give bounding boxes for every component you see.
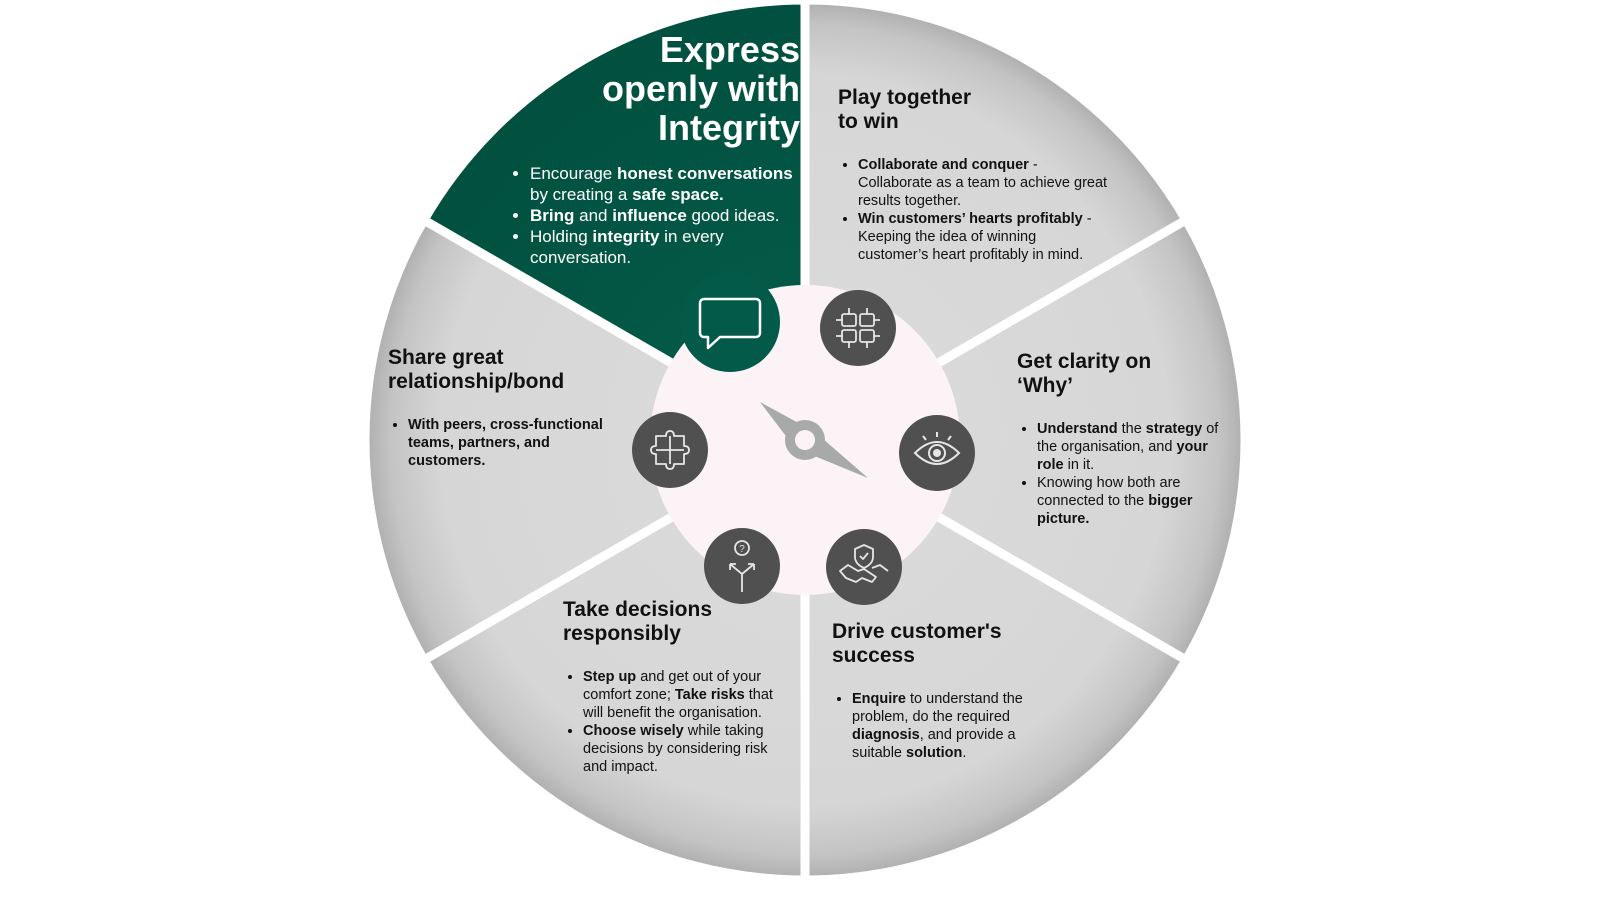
express-title: Express openly with Integrity — [602, 29, 800, 148]
bold-text: influence — [612, 206, 687, 225]
segment-decisions-text: Take decisions responsibly Step up and g… — [563, 598, 788, 776]
express-bullet: Encourage honest conversations by creati… — [530, 163, 800, 205]
bold-text: Enquire — [852, 691, 906, 707]
compass-needle — [760, 402, 868, 478]
bold-text: your role — [1037, 439, 1208, 473]
text: and — [574, 206, 613, 225]
customer-bullet: Enquire to understand the problem, do th… — [852, 690, 1052, 762]
bold-text: strategy — [1145, 421, 1203, 437]
text: in every conversation. — [530, 227, 724, 267]
bold-text: With peers, cross-functional teams, part… — [408, 417, 603, 469]
segment-relationship-text: Share great relationship/bond With peers… — [388, 346, 618, 470]
text: Holding — [530, 227, 593, 246]
bold-text: Choose wisely — [583, 723, 684, 739]
text: while taking decisions by considering ri… — [583, 723, 768, 775]
bold-text: Step up — [583, 669, 637, 685]
express-bullet: Holding integrity in every conversation. — [530, 226, 800, 268]
segment-express-text: Express openly with Integrity Encourage … — [510, 30, 800, 268]
bold-text: bigger picture. — [1037, 493, 1193, 527]
crossroads-question-icon: ? — [704, 528, 780, 604]
bold-text: diagnosis — [852, 727, 920, 743]
svg-text:?: ? — [739, 544, 745, 555]
clarity-bullet: Understand the strategy of the organisat… — [1037, 420, 1222, 474]
bold-text: solution — [906, 745, 963, 761]
play-bullet: Win customers’ hearts profitably - Keepi… — [858, 210, 1108, 264]
customer-bullets: Enquire to understand the problem, do th… — [832, 690, 1052, 762]
text: Encourage — [530, 164, 617, 183]
segment-clarity-text: Get clarity on ‘Why’ Understand the stra… — [1017, 350, 1222, 528]
bold-text: Understand — [1037, 421, 1118, 437]
text: - Collaborate as a team to achieve great… — [858, 157, 1108, 209]
segment-play-text: Play together to win Collaborate and con… — [838, 86, 1108, 264]
clarity-bullet: Knowing how both are connected to the bi… — [1037, 474, 1222, 528]
bold-text: honest conversations — [616, 164, 793, 183]
play-bullets: Collaborate and conquer - Collaborate as… — [838, 156, 1108, 264]
decisions-bullets: Step up and get out of your comfort zone… — [563, 668, 788, 776]
text: in it. — [1063, 457, 1095, 473]
bold-text: Collaborate and conquer — [858, 157, 1029, 173]
segment-get-clarity — [800, 215, 1250, 665]
text: - Keeping the idea of winning customer’s… — [858, 211, 1092, 263]
text: that will benefit the organisation. — [583, 687, 773, 721]
express-bullet: Bring and influence good ideas. — [530, 205, 800, 226]
text: good ideas. — [686, 206, 780, 225]
text: , and provide a suitable — [852, 727, 1016, 761]
bold-text: safe space. — [632, 185, 724, 204]
decisions-bullet: Step up and get out of your comfort zone… — [583, 668, 788, 722]
decisions-title: Take decisions responsibly — [563, 598, 713, 645]
speech-bubble-icon — [680, 272, 780, 372]
text: Knowing how both are connected to the — [1037, 475, 1181, 509]
bold-text: Bring — [530, 206, 575, 225]
customer-title: Drive customer's success — [832, 620, 1002, 667]
teamwork-hands-icon — [820, 290, 896, 366]
handshake-shield-icon — [826, 529, 902, 605]
text: of the organisation, and — [1037, 421, 1219, 455]
text: and get out of your comfort zone; — [583, 669, 762, 703]
text: by creating a — [530, 185, 633, 204]
text: the — [1117, 421, 1146, 437]
relationship-title: Share great relationship/bond — [388, 346, 565, 393]
decisions-bullet: Choose wisely while taking decisions by … — [583, 722, 788, 776]
relationship-bullet: With peers, cross-functional teams, part… — [408, 416, 618, 470]
play-bullet: Collaborate and conquer - Collaborate as… — [858, 156, 1108, 210]
play-title: Play together to win — [838, 86, 972, 133]
express-bullets: Encourage honest conversations by creati… — [510, 163, 800, 268]
relationship-bullets: With peers, cross-functional teams, part… — [388, 416, 618, 470]
eye-icon — [899, 415, 975, 491]
clarity-bullets: Understand the strategy of the organisat… — [1017, 420, 1222, 528]
text: . — [962, 745, 967, 761]
bold-text: Take risks — [674, 687, 745, 703]
segment-customer-text: Drive customer's success Enquire to unde… — [832, 620, 1052, 762]
bold-text: integrity — [592, 227, 660, 246]
bold-text: Win customers’ hearts profitably — [858, 211, 1083, 227]
text: to understand the problem, do the requir… — [852, 691, 1023, 725]
clarity-title: Get clarity on ‘Why’ — [1017, 350, 1152, 397]
puzzle-hands-icon — [632, 412, 708, 488]
segment-share-relationship — [360, 215, 810, 665]
